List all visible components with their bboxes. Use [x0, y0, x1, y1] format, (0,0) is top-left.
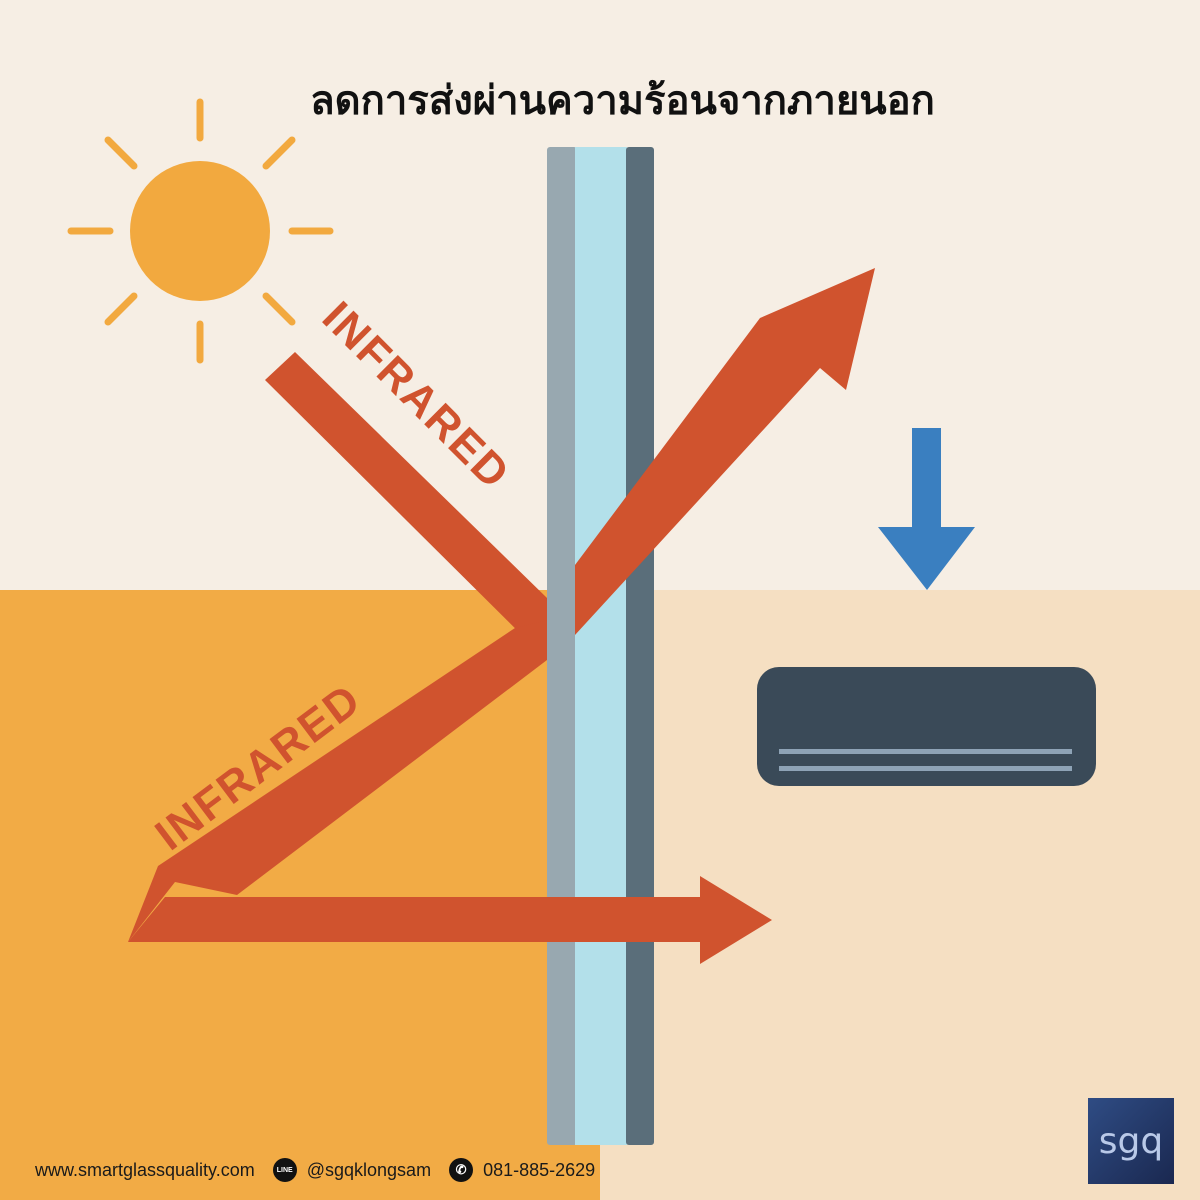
reflected-infrared-arrow: [128, 620, 547, 942]
sun-icon: [67, 98, 334, 364]
phone-number[interactable]: 081-885-2629: [483, 1159, 596, 1180]
line-icon: LINE: [272, 1158, 297, 1182]
transmitted-infrared-arrow: [575, 268, 875, 635]
line-id[interactable]: @sgqklongsam: [306, 1159, 432, 1180]
air-conditioner-icon: [757, 667, 1096, 786]
incoming-infrared-arrow: [265, 352, 547, 660]
footer: www.smartglassquality.com LINE @sgqklong…: [35, 1158, 613, 1182]
page-title: ลดการส่งผ่านความร้อนจากภายนอก: [310, 78, 935, 124]
horizontal-heat-arrow: [128, 876, 772, 964]
website-link[interactable]: www.smartglassquality.com: [35, 1159, 255, 1180]
phone-icon: ✆: [449, 1158, 474, 1182]
glass-pane: [547, 147, 654, 1145]
cool-air-arrow-icon: [878, 428, 975, 590]
sgq-logo: sgq: [1088, 1098, 1174, 1184]
infrared-incoming-label: INFRARED: [313, 292, 520, 499]
